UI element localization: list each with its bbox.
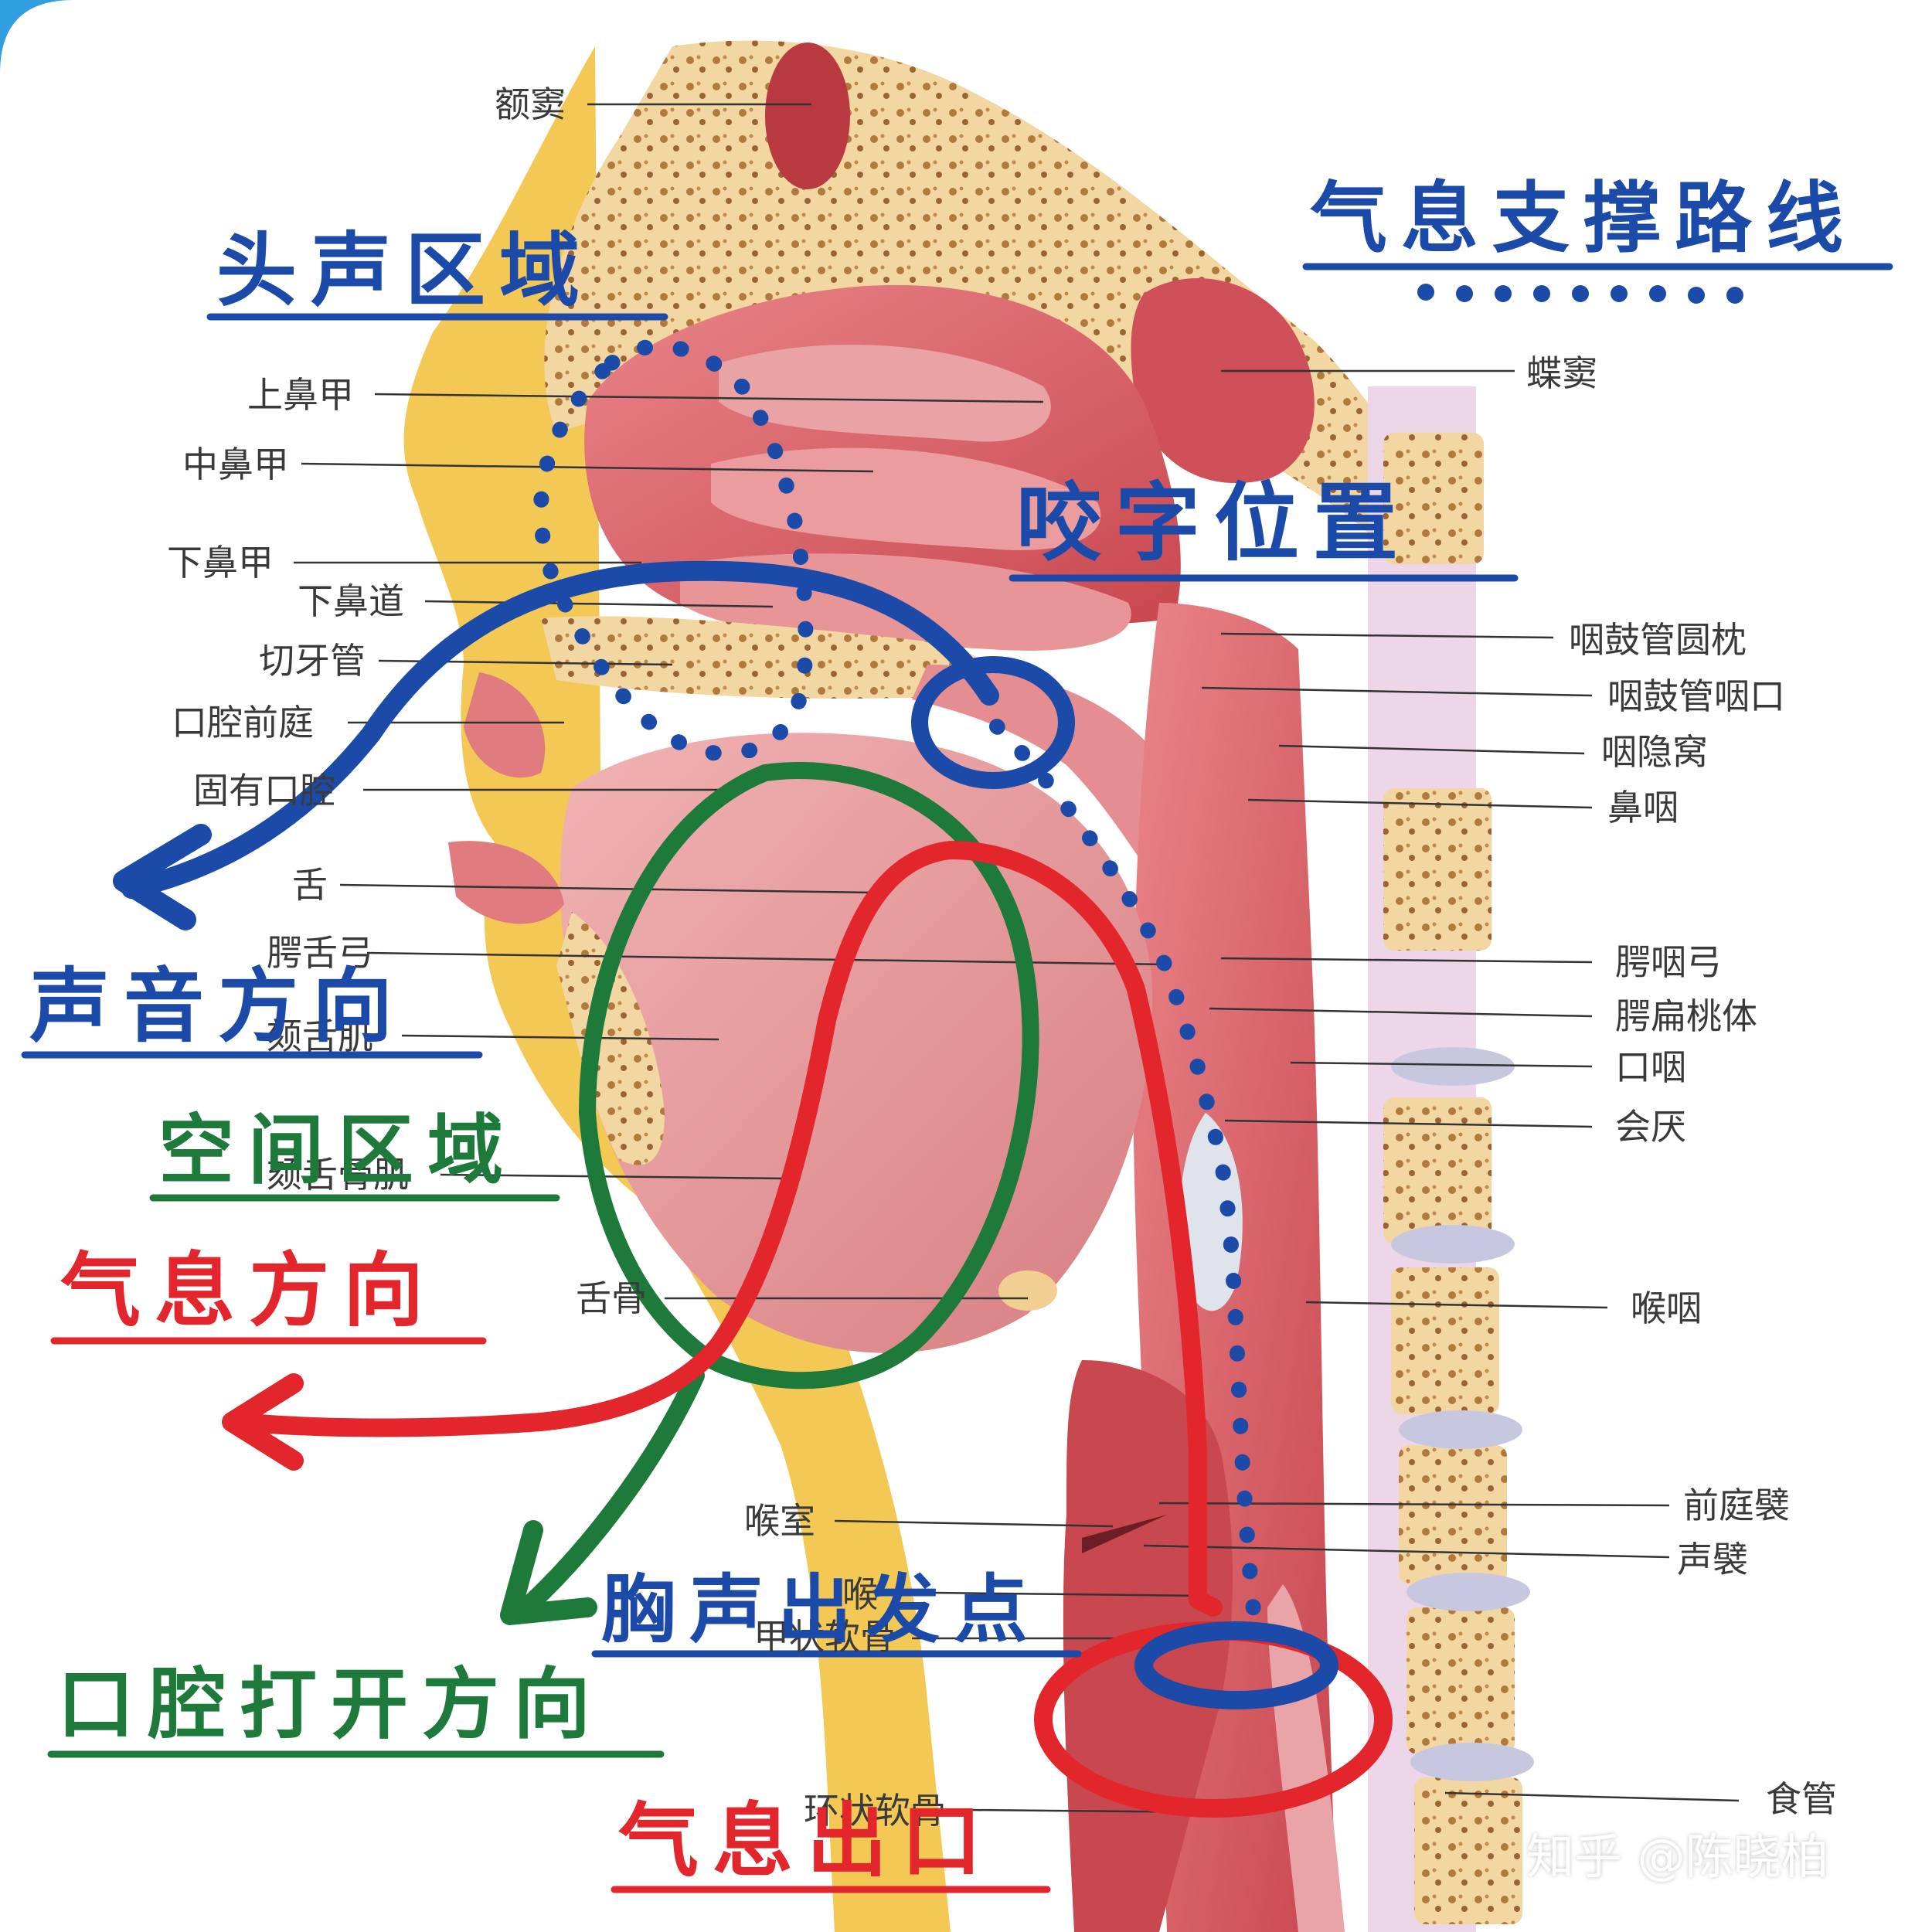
label-hyoid: 舌骨 (576, 1277, 647, 1319)
face-fat-layer (403, 46, 951, 1932)
mouth-open-direction-arrow (509, 1366, 705, 1624)
label-laryngeal-ventricle: 喉室 (744, 1500, 815, 1542)
label-larynx: 喉 (842, 1573, 878, 1615)
annotation-space-area: 空间区域 (158, 1106, 518, 1195)
label-epiglottis: 会厌 (1615, 1106, 1686, 1148)
label-superior-turbinate: 上鼻甲 (247, 374, 354, 416)
label-vocal-fold: 声襞 (1677, 1539, 1748, 1580)
label-inferior-turbinate: 下鼻甲 (167, 542, 274, 583)
label-palatoglossal-arch: 腭舌弓 (267, 932, 373, 974)
mouth-open-direction-arrowhead (500, 1520, 597, 1625)
label-inferior-meatus: 下鼻道 (298, 580, 404, 622)
label-torus-tubarius: 咽鼓管圆枕 (1569, 619, 1747, 661)
annotation-sound-direction: 声音方向 (29, 958, 407, 1053)
cervical-spine (1368, 386, 1534, 1932)
turbinate-superior (719, 345, 1051, 442)
annotation-mouth-open-direction: 口腔打开方向 (57, 1658, 604, 1750)
hyoid-bone (998, 1270, 1057, 1311)
annotation-breath-support: 气息支撑路线 (1310, 172, 1857, 264)
label-sphenoid-sinus: 蝶窦 (1526, 352, 1597, 394)
breath-support-dotted-path (989, 719, 1264, 1638)
annotation-articulation: 咬字位置 (1016, 473, 1412, 573)
breath-connector (1189, 1590, 1223, 1617)
label-middle-turbinate: 中鼻甲 (182, 444, 289, 485)
label-thyroid-cartilage: 甲状软骨 (753, 1616, 896, 1658)
breath-loop (230, 841, 1207, 1609)
frontal-sinus-shape (765, 43, 850, 189)
annotation-head-voice: 头声区域 (216, 223, 594, 318)
annotation-chest-voice-origin: 胸声出发点 (601, 1566, 1042, 1653)
leader-lines (294, 103, 1740, 1814)
label-pharyngeal-recess: 咽隐窝 (1601, 731, 1708, 773)
label-nasopharynx: 鼻咽 (1607, 787, 1679, 828)
breath-support-dots (1417, 284, 1743, 304)
label-oral-cavity-proper: 固有口腔 (193, 770, 335, 811)
vocal-folds (1082, 1515, 1167, 1553)
label-cricoid-cartilage: 环状软骨 (804, 1790, 946, 1832)
sphenoid-sinus-shape (1131, 278, 1315, 484)
annotation-underlines (21, 263, 1893, 1893)
label-genioglossus: 颏舌肌 (267, 1015, 373, 1057)
label-pharyngeal-tube-opening: 咽鼓管咽口 (1607, 675, 1785, 717)
label-vestibular-fold: 前庭襞 (1683, 1485, 1790, 1526)
label-oropharynx: 口咽 (1615, 1046, 1686, 1088)
lower-lip (448, 841, 564, 924)
esophagus-shape (1267, 1584, 1345, 1932)
articulation-circle (911, 656, 1075, 789)
label-tongue: 舌 (292, 864, 328, 906)
watermark: 知乎 @陈晓柏 (1526, 1828, 1829, 1885)
annotation-strokes (113, 338, 1393, 1818)
chest-voice-oval (1134, 1621, 1338, 1709)
annotation-breath-direction: 气息方向 (60, 1243, 438, 1338)
sound-direction-arrow (121, 560, 999, 899)
label-esophagus: 食管 (1766, 1778, 1837, 1820)
epiglottis-shape (1179, 1113, 1243, 1311)
space-area-loop (579, 762, 1039, 1389)
label-incisive-canal: 切牙管 (259, 640, 366, 682)
label-palatopharyngeal-arch: 腭咽弓 (1615, 941, 1722, 983)
breath-direction-arrowhead (222, 1373, 304, 1471)
upper-lip (464, 672, 546, 778)
corner-accent (0, 0, 73, 73)
label-oral-vestibule: 口腔前庭 (172, 702, 314, 743)
label-palatine-tonsil: 腭扁桃体 (1615, 995, 1757, 1037)
annotation-breath-exit: 气息出口 (618, 1793, 996, 1888)
label-laryngopharynx: 喉咽 (1631, 1287, 1702, 1329)
sound-direction-arrowhead (113, 824, 212, 930)
turbinate-middle (711, 447, 1101, 550)
label-frontal-sinus: 额窦 (495, 83, 566, 125)
soft-palate (912, 665, 1196, 927)
hard-palate (541, 616, 988, 699)
label-geniohyoid: 颏舌骨肌 (267, 1154, 409, 1196)
